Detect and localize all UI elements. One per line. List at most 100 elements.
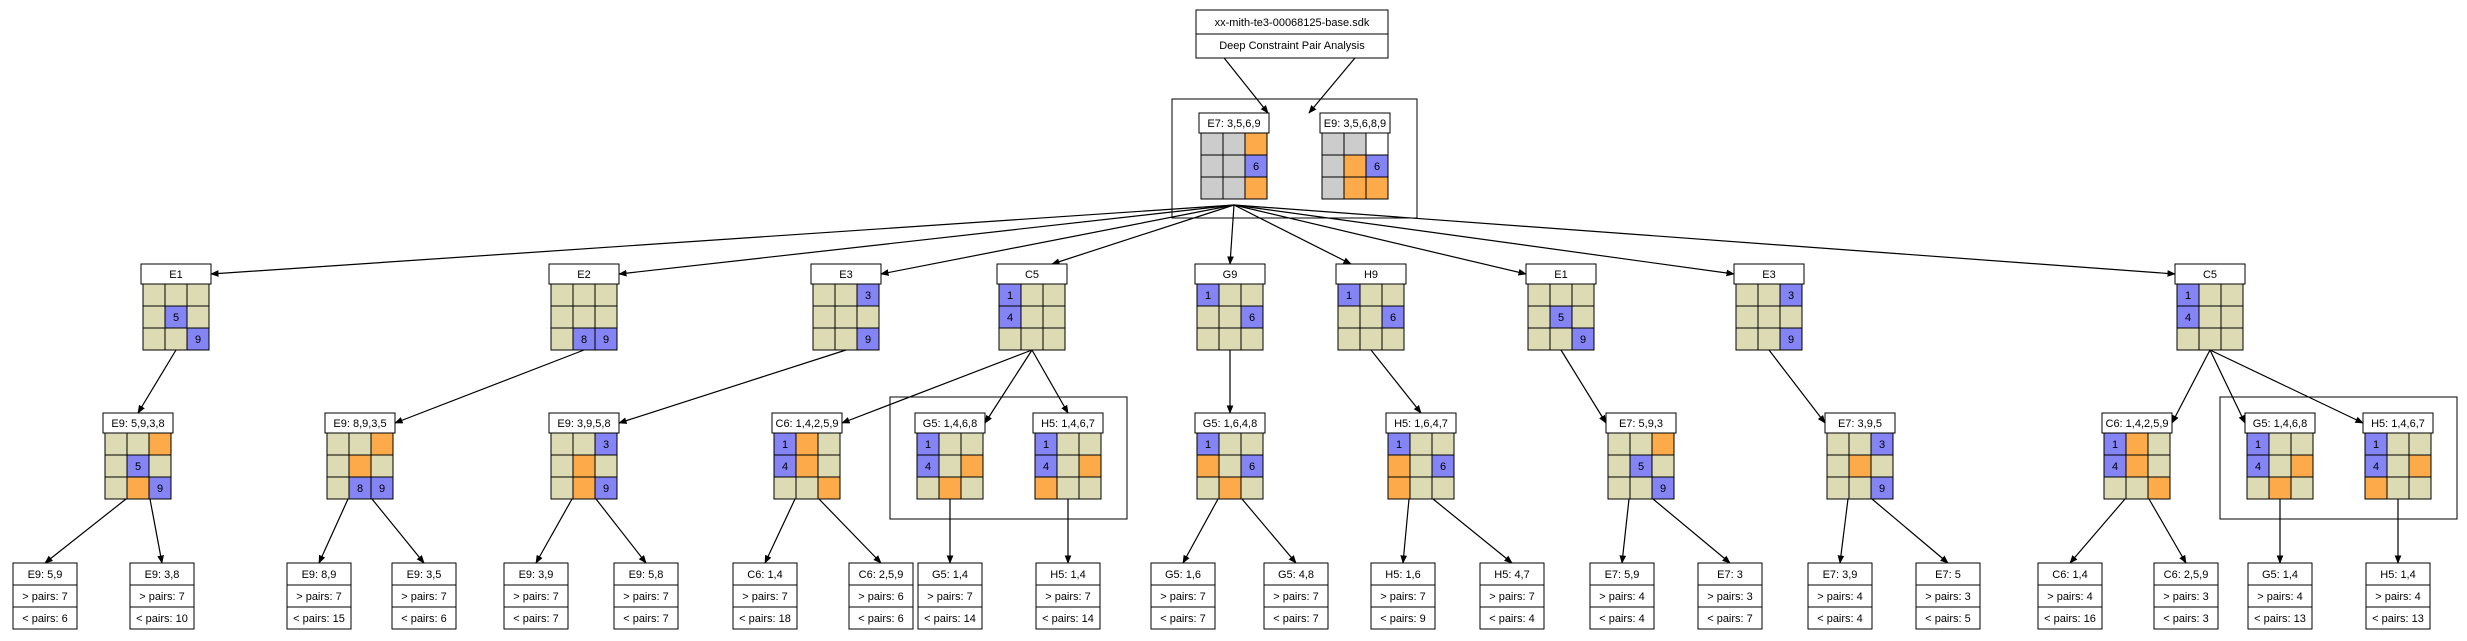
cell-digit: 4 — [2373, 461, 2379, 473]
lesser-pairs: < pairs: 6 — [22, 613, 68, 625]
cell-digit: 1 — [1043, 439, 1049, 451]
node-label: C6: 1,4,2,5,9 — [2106, 418, 2169, 430]
grid-cell — [126, 476, 150, 500]
grid-cell — [550, 454, 574, 478]
grid-cell — [2386, 476, 2410, 500]
grid-cell — [834, 327, 858, 351]
edge — [1182, 498, 1219, 564]
grid-cell — [1527, 327, 1551, 351]
grid-cell — [2246, 476, 2270, 500]
grid-cell — [795, 432, 819, 456]
edge — [2148, 498, 2187, 564]
grid-cell — [1409, 432, 1433, 456]
leaf-label: E7: 3 — [1717, 569, 1743, 581]
edge — [1560, 349, 1607, 424]
grid-cell — [1651, 432, 1675, 456]
node-label: E3 — [839, 269, 852, 281]
leaf-node: H5: 4,7> pairs: 7< pairs: 4 — [1479, 562, 1545, 630]
cell-digit: 1 — [2185, 290, 2191, 302]
grid-cell — [856, 327, 880, 351]
leaf-node: E9: 3,5> pairs: 7< pairs: 6 — [391, 562, 457, 630]
grid-node-n8: H5: 1,6,4,716 — [1385, 412, 1457, 500]
node-label: E9: 8,9,3,5 — [333, 418, 386, 430]
grid-cell — [1200, 154, 1224, 178]
lesser-pairs: < pairs: 6 — [858, 613, 904, 625]
cell-digit: 5 — [173, 312, 179, 324]
cell-digit: 1 — [2112, 439, 2118, 451]
grid-cell — [550, 432, 574, 456]
lesser-pairs: < pairs: 16 — [2044, 613, 2096, 625]
leaf-label: C6: 2,5,9 — [859, 569, 904, 581]
grid-cell — [572, 432, 596, 456]
grid-cell — [795, 476, 819, 500]
grid-cell — [594, 283, 618, 307]
leaf-node: E9: 8,9> pairs: 7< pairs: 15 — [286, 562, 352, 630]
grid-cell — [2386, 454, 2410, 478]
cell-digit: 9 — [1660, 483, 1666, 495]
grid-cell — [126, 432, 150, 456]
grid-cell — [1240, 476, 1264, 500]
leaf-label: G5: 1,4 — [2262, 569, 2298, 581]
node-label: C5 — [2203, 269, 2217, 281]
grid-cell — [1387, 454, 1411, 478]
grid-cell — [1042, 305, 1066, 329]
edge — [1837, 498, 1849, 564]
leaf-label: E9: 3,8 — [145, 569, 180, 581]
edge — [984, 349, 1033, 424]
grid-cell — [550, 327, 574, 351]
cell-digit: 9 — [865, 334, 871, 346]
grid-cell — [938, 476, 962, 500]
edge — [764, 498, 796, 564]
edge — [618, 204, 1235, 277]
grid-node-n10: E7: 3,9,539 — [1824, 412, 1896, 500]
node-label: E3 — [1762, 269, 1775, 281]
grid-node-n11: C6: 1,4,2,5,9 1 4 — [2101, 412, 2173, 500]
greater-pairs: > pairs: 7 — [1380, 591, 1426, 603]
grid-cell — [1870, 454, 1894, 478]
grid-cell — [550, 305, 574, 329]
grid-cell — [2290, 476, 2314, 500]
edge — [1233, 204, 1735, 277]
grid-cell — [1200, 132, 1224, 156]
leaf-node: E9: 3,9> pairs: 7< pairs: 7 — [503, 562, 569, 630]
node-label: E9: 5,9,3,8 — [111, 418, 164, 430]
leaf-node: C6: 2,5,9> pairs: 6< pairs: 6 — [848, 562, 914, 630]
grid-cell — [348, 454, 372, 478]
lesser-pairs: < pairs: 13 — [2372, 613, 2424, 625]
grid-cell — [164, 283, 188, 307]
grid-cell — [1244, 132, 1268, 156]
greater-pairs: > pairs: 7 — [296, 591, 342, 603]
node-label: C6: 1,4,2,5,9 — [776, 418, 839, 430]
edge — [149, 498, 164, 564]
grid-cell — [916, 476, 940, 500]
grid-cell — [348, 432, 372, 456]
grid-cell — [1607, 432, 1631, 456]
node-label: G9 — [1223, 269, 1238, 281]
grid-cell — [1078, 432, 1102, 456]
cell-digit: 4 — [782, 461, 788, 473]
cell-digit: 6 — [1440, 461, 1446, 473]
cell-digit: 4 — [1007, 312, 1013, 324]
grid-cell — [2408, 476, 2432, 500]
edge — [1871, 498, 1949, 564]
cell-digit: 4 — [2112, 461, 2118, 473]
grid-cell — [572, 305, 596, 329]
grid-cell — [812, 327, 836, 351]
node-label: G5: 1,4,6,8 — [923, 418, 977, 430]
grid-cell — [1196, 454, 1220, 478]
grid-cell — [104, 432, 128, 456]
edge — [394, 349, 585, 424]
grid-cell — [1826, 432, 1850, 456]
leaf-node: C6: 1,4> pairs: 4< pairs: 16 — [2037, 562, 2103, 630]
leaf-node: G5: 1,4> pairs: 4< pairs: 13 — [2247, 562, 2313, 630]
grid-cell — [1078, 476, 1102, 500]
lesser-pairs: < pairs: 7 — [1707, 613, 1753, 625]
grid-cell — [572, 476, 596, 500]
grid-cell — [1757, 327, 1781, 351]
grid-cell — [142, 327, 166, 351]
edge — [618, 349, 847, 424]
grid-cell — [1409, 454, 1433, 478]
